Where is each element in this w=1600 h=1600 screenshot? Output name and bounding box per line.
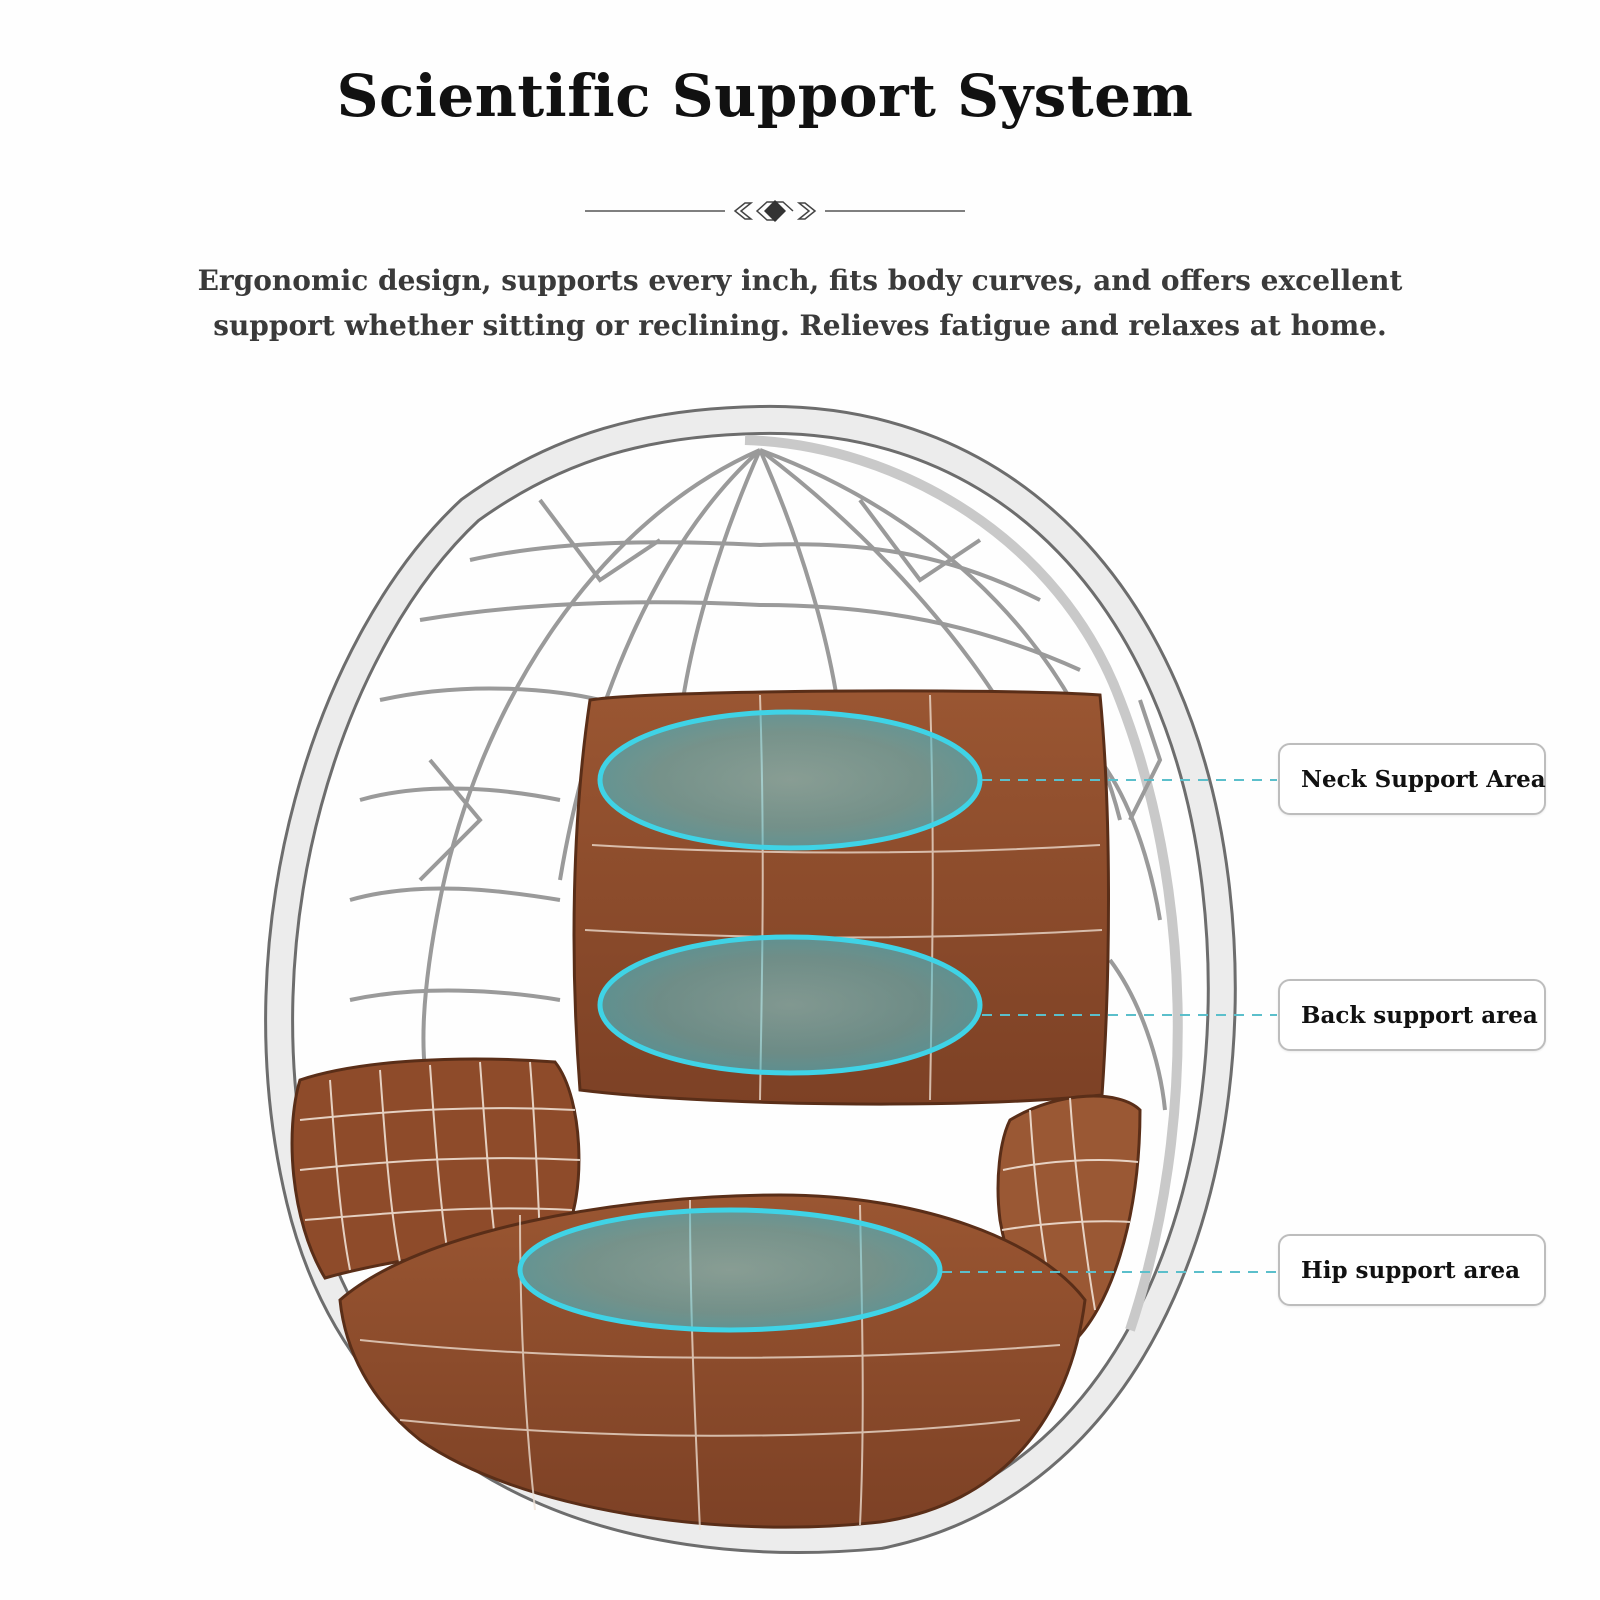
- page-title: Scientific Support System: [336, 62, 1194, 130]
- neck-support-zone: [597, 709, 983, 851]
- ornamental-divider: [585, 200, 965, 222]
- back-support-label: Back support area: [1301, 1001, 1538, 1029]
- back-support-callout: Back support area: [1278, 979, 1546, 1051]
- back-support-zone: [597, 934, 983, 1076]
- neck-support-label: Neck Support Area: [1301, 765, 1546, 793]
- callout-leader-lines: [942, 779, 1277, 1273]
- chair-frame: [264, 404, 1237, 1554]
- neck-support-callout: Neck Support Area: [1278, 743, 1546, 815]
- hip-support-label: Hip support area: [1301, 1256, 1521, 1284]
- support-zone-highlights: [517, 709, 983, 1333]
- hip-support-zone: [517, 1207, 943, 1333]
- description-text: Ergonomic design, supports every inch, f…: [197, 264, 1403, 342]
- hip-support-callout: Hip support area: [1278, 1234, 1546, 1306]
